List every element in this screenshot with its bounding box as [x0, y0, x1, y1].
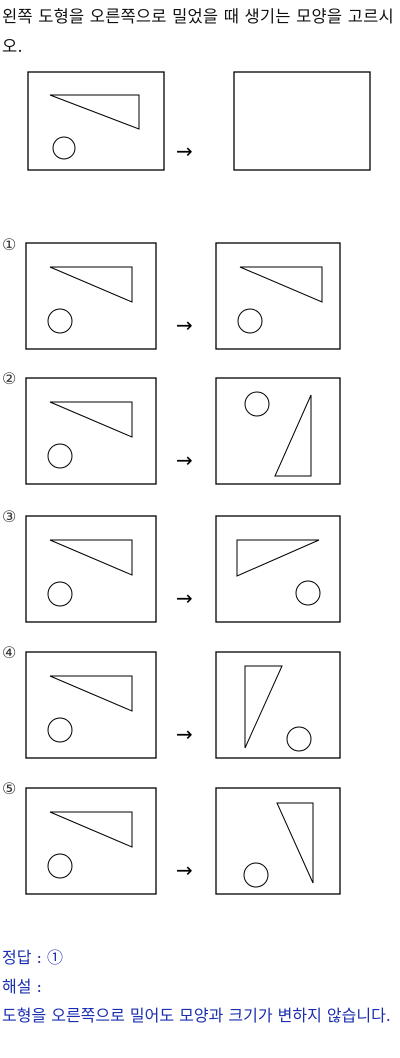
arrow-icon: → [176, 313, 193, 337]
arrow-icon: → [176, 448, 193, 472]
explanation-label: 해설 : [2, 977, 42, 996]
option-1-figure[interactable]: → [0, 238, 400, 353]
answer-prefix: 정답 : [2, 948, 42, 967]
question-figure: → [27, 71, 371, 171]
option-2-label[interactable]: ② [2, 369, 17, 388]
option-4-figure[interactable]: → [0, 647, 400, 762]
answer-value: ① [47, 948, 64, 967]
arrow-icon: → [176, 722, 193, 746]
explanation-text: 도형을 오른쪽으로 밀어도 모양과 크기가 변하지 않습니다. [2, 1006, 391, 1025]
option-5-figure[interactable]: → [0, 783, 400, 898]
answer-line: 정답 : ① [2, 943, 400, 972]
arrow-icon: → [176, 858, 193, 882]
answer-block: 정답 : ① 해설 : 도형을 오른쪽으로 밀어도 모양과 크기가 변하지 않습… [2, 943, 400, 1030]
option-5-label[interactable]: ⑤ [2, 779, 17, 798]
option-3-label[interactable]: ③ [2, 507, 17, 526]
arrow-icon: → [176, 139, 193, 163]
original-frame [27, 71, 165, 171]
original-triangle [49, 94, 140, 130]
option-4-label[interactable]: ④ [2, 643, 17, 662]
question-text: 왼쪽 도형을 오른쪽으로 밀었을 때 생기는 모양을 고르시오. [2, 7, 394, 56]
option-2-figure[interactable]: → [0, 373, 400, 488]
option-3-figure[interactable]: → [0, 511, 400, 626]
blank-frame [233, 71, 371, 171]
option-1-label[interactable]: ① [2, 235, 17, 254]
original-circle [52, 136, 76, 160]
arrow-icon: → [176, 586, 193, 610]
